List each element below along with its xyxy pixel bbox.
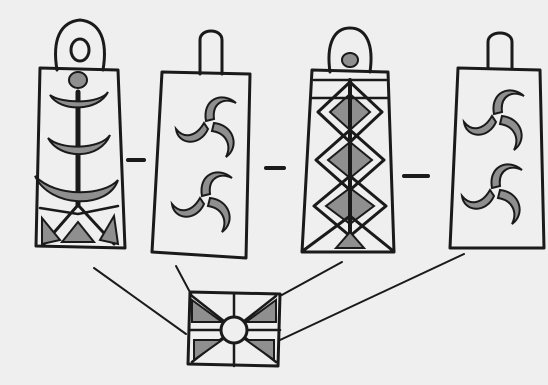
center-tile-sun (221, 317, 247, 343)
center-tile (188, 292, 280, 366)
pendant-3-top-dot (342, 53, 358, 67)
pendant-1-top-dot (69, 72, 87, 88)
